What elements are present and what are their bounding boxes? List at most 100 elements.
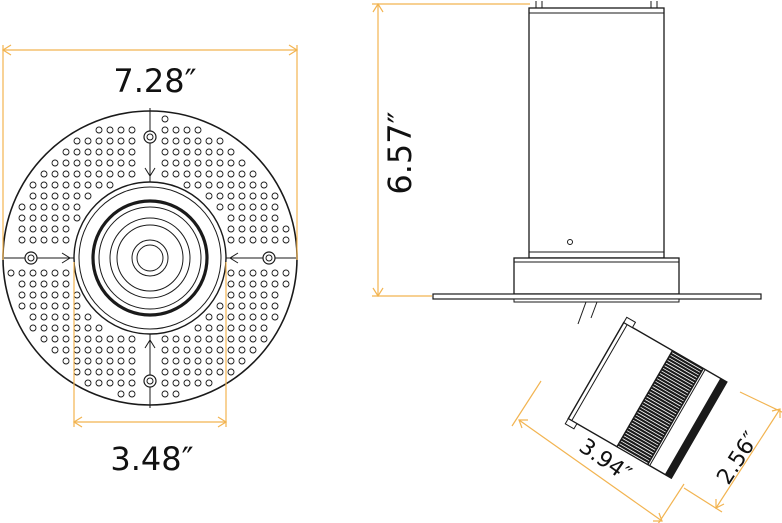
knurl-line	[634, 417, 665, 436]
perforation-hole	[227, 159, 235, 167]
perforation-hole	[128, 170, 136, 178]
knurl-line	[661, 370, 692, 389]
perforation-hole	[51, 291, 59, 299]
perforation-hole	[227, 280, 235, 288]
perforation-hole	[249, 214, 257, 222]
perforation-hole	[95, 335, 103, 343]
perforation-hole	[216, 313, 224, 321]
perforation-hole	[62, 170, 70, 178]
perforation-hole	[249, 346, 257, 354]
perforation-hole	[194, 324, 202, 332]
height-label: 6.57″	[381, 111, 419, 194]
perforation-hole	[117, 126, 125, 134]
perforation-hole	[216, 170, 224, 178]
perforation-hole	[84, 137, 92, 145]
perforation-hole	[183, 126, 191, 134]
perforation-hole	[18, 214, 26, 222]
perforation-hole	[194, 368, 202, 376]
perforation-hole	[238, 302, 246, 310]
perforation-hole	[205, 137, 213, 145]
perforation-hole	[205, 181, 213, 189]
perforation-hole	[249, 236, 257, 244]
perforation-hole	[51, 280, 59, 288]
perforation-hole	[51, 302, 59, 310]
perforation-hole	[183, 159, 191, 167]
perforation-hole	[227, 170, 235, 178]
perforation-hole	[51, 269, 59, 277]
perforation-hole	[51, 203, 59, 211]
perforation-hole	[51, 313, 59, 321]
perforation-hole	[216, 357, 224, 365]
perforation-hole	[117, 390, 125, 398]
screw-left	[4, 251, 74, 265]
perforation-hole	[51, 181, 59, 189]
knurl-line	[643, 401, 674, 420]
perforation-hole	[40, 269, 48, 277]
perforation-hole	[40, 236, 48, 244]
knurl-line	[617, 445, 648, 464]
perforation-hole	[227, 225, 235, 233]
knurl-line	[653, 383, 684, 402]
perforation-hole	[260, 302, 268, 310]
perforation-hole	[205, 346, 213, 354]
perforation-hole	[84, 159, 92, 167]
perforation-hole	[260, 269, 268, 277]
lens-center	[136, 244, 164, 272]
perforation-hole	[62, 203, 70, 211]
knurl-line	[647, 393, 678, 412]
perforation-hole	[29, 225, 37, 233]
perforation-hole	[117, 137, 125, 145]
perforation-hole	[260, 203, 268, 211]
knurl-line	[644, 399, 675, 417]
perforation-hole	[216, 181, 224, 189]
perforation-hole	[249, 170, 257, 178]
perforation-hole	[282, 236, 290, 244]
perforation-hole	[51, 192, 59, 200]
perforation-hole	[51, 324, 59, 332]
perforation-hole	[238, 313, 246, 321]
aperture-ring-4	[98, 206, 202, 310]
width-label: 7.28″	[113, 62, 196, 100]
knurl-line	[664, 365, 695, 384]
perforation-hole	[282, 280, 290, 288]
perforation-hole	[29, 313, 37, 321]
perforation-hole	[161, 137, 169, 145]
perforation-hole	[62, 225, 70, 233]
perforation-hole	[194, 170, 202, 178]
perforation-hole	[205, 368, 213, 376]
perforation-hole	[29, 181, 37, 189]
knurl-line	[665, 362, 696, 381]
perforation-hole	[172, 148, 180, 156]
perforation-hole	[73, 137, 81, 145]
perforation-hole	[18, 203, 26, 211]
perforation-hole	[227, 313, 235, 321]
knurl-line	[641, 404, 672, 423]
perforation-hole	[172, 379, 180, 387]
perforation-hole	[194, 335, 202, 343]
perforation-hole	[117, 357, 125, 365]
knurl-line	[671, 352, 702, 371]
perforation-hole	[128, 137, 136, 145]
aperture-ring-2	[78, 186, 222, 330]
perforation-hole	[29, 269, 37, 277]
perforation-hole	[106, 148, 114, 156]
perforation-hole	[62, 302, 70, 310]
perforation-hole	[260, 280, 268, 288]
perforation-hole	[161, 346, 169, 354]
perforation-hole	[95, 181, 103, 189]
perforation-hole	[84, 324, 92, 332]
perforation-hole	[161, 126, 169, 134]
perforation-hole	[18, 291, 26, 299]
perforation-hole	[95, 357, 103, 365]
perforation-hole	[106, 170, 114, 178]
perforation-hole	[51, 236, 59, 244]
perforation-hole	[128, 346, 136, 354]
perforation-hole	[238, 181, 246, 189]
perforation-hole	[84, 192, 92, 200]
perforation-hole	[194, 126, 202, 134]
knurl-line	[620, 440, 651, 459]
perforation-hole	[29, 302, 37, 310]
perforation-hole	[216, 346, 224, 354]
perforation-hole	[128, 357, 136, 365]
